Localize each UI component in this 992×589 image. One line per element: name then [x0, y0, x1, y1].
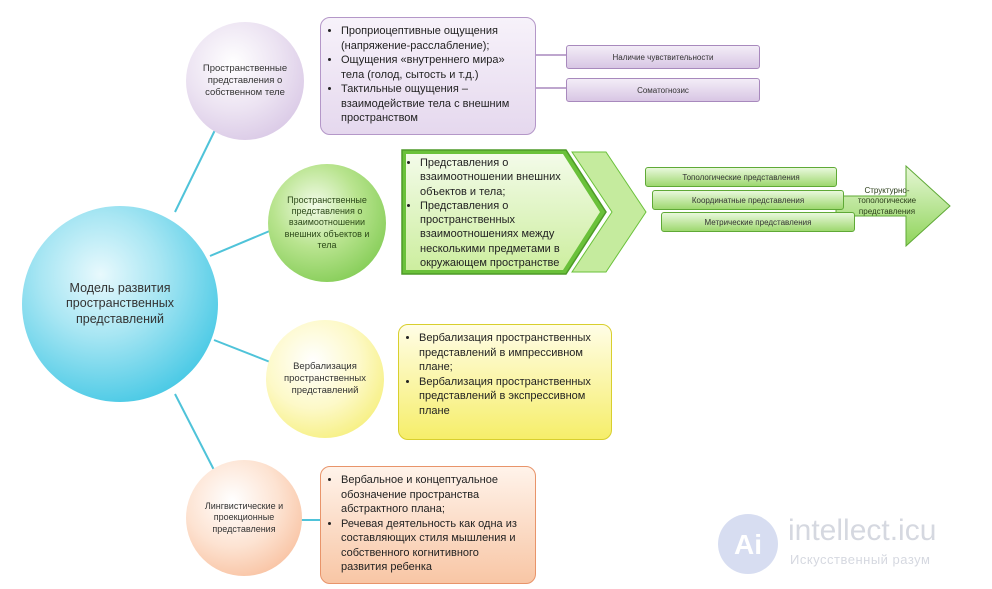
connector-main-to-ling [174, 393, 215, 471]
circle-linguistic: Лингвистические и проекционные представл… [186, 460, 302, 576]
tag-topological: Топологические представления [645, 167, 837, 187]
list-item: Вербализация пространственных представле… [419, 331, 601, 375]
list-item: Вербальное и концептуальное обозначение … [341, 473, 525, 517]
list-item: Проприоцептивные ощущения (напряжение-ра… [341, 24, 525, 53]
box-body: Проприоцептивные ощущения (напряжение-ра… [320, 17, 536, 135]
watermark-site: intellect.icu [788, 514, 937, 547]
connector-main-to-objects [209, 229, 273, 257]
circle-objects: Пространственные представления о взаимоо… [268, 164, 386, 282]
list-item: Тактильные ощущения – взаимодействие тел… [341, 82, 525, 126]
svg-text:Ai: Ai [734, 529, 762, 560]
circle-verbal: Вербализация пространственных представле… [266, 320, 384, 438]
green-chevron-small [571, 151, 647, 273]
connector-main-to-body [174, 127, 217, 213]
circle-body: Пространственные представления о собстве… [186, 22, 304, 140]
list-item: Представления о взаимоотношении внешних … [420, 156, 576, 199]
watermark-logo-icon: Ai [718, 514, 778, 574]
circle-objects-label: Пространственные представления о взаимоо… [284, 194, 370, 250]
tag-metric: Метрические представления [661, 212, 855, 232]
main-circle: Модель развития пространственных предста… [22, 206, 218, 402]
list-item: Речевая деятельность как одна из составл… [341, 517, 525, 575]
main-label: Модель развития пространственных предста… [66, 280, 174, 326]
tag-sensitivity: Наличие чувствительности [566, 45, 760, 69]
tag-coordinate: Координатные представления [652, 190, 844, 210]
circle-body-label: Пространственные представления о собстве… [202, 63, 288, 98]
list-item: Вербализация пространственных представле… [419, 375, 601, 419]
connector-main-to-verbal [213, 339, 271, 363]
watermark-tagline: Искусственный разум [790, 552, 931, 567]
box-linguistic: Вербальное и концептуальное обозначение … [320, 466, 536, 584]
list-item: Ощущения «внутреннего мира» тела (голод,… [341, 53, 525, 82]
box-verbal: Вербализация пространственных представле… [398, 324, 612, 440]
list-item: Представления о пространственных взаимоо… [420, 199, 576, 270]
watermark: Ai intellect.icu Искусственный разум [716, 512, 978, 576]
tag-somatognosis: Соматогнозис [566, 78, 760, 102]
arrow-label: Структурно-топологические представления [857, 186, 917, 216]
box-objects: Представления о взаимоотношении внешних … [408, 156, 576, 274]
circle-linguistic-label: Лингвистические и проекционные представл… [204, 501, 284, 534]
green-chevron-arrow-inner [406, 154, 600, 270]
circle-verbal-label: Вербализация пространственных представле… [283, 361, 367, 396]
